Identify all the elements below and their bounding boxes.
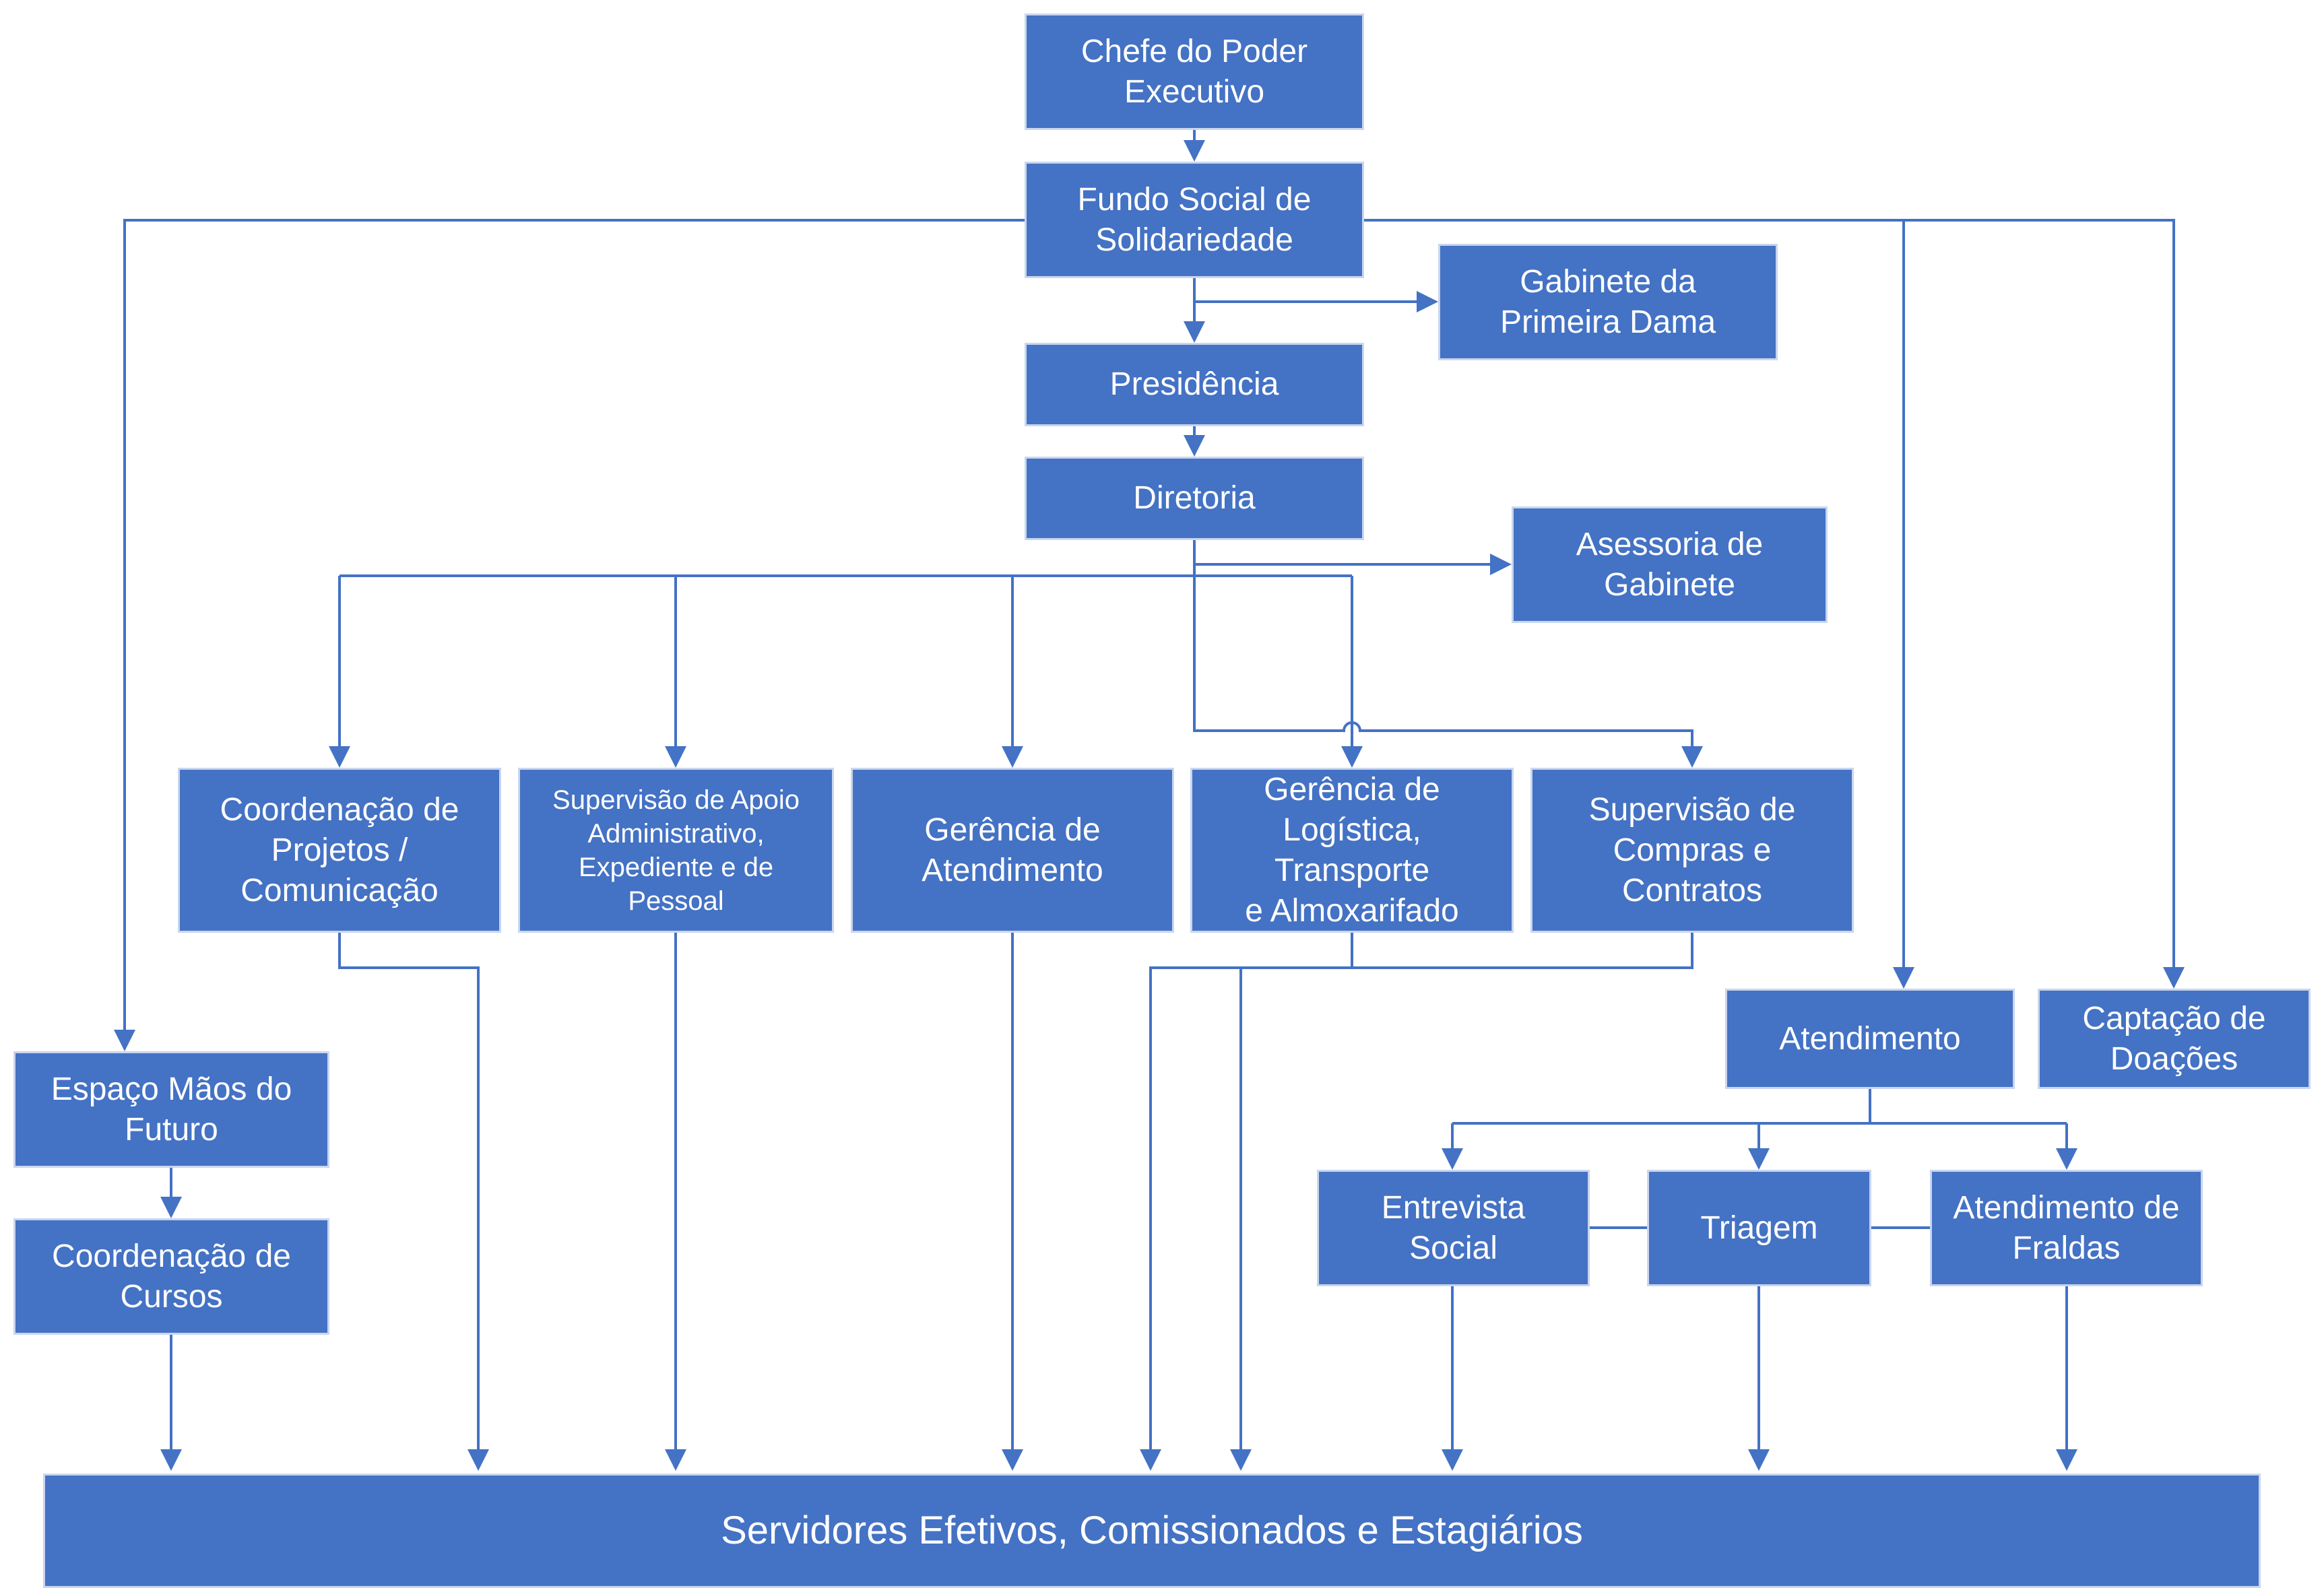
wire-atend-bar	[1452, 1089, 2067, 1125]
node-coord-cursos: Coordenação de Cursos	[13, 1218, 329, 1335]
wire-fundo-captacao	[1904, 219, 2185, 989]
node-espaco: Espaço Mãos do Futuro	[13, 1051, 329, 1168]
node-assessoria: Asessoria de Gabinete	[1512, 506, 1828, 623]
wire-dir-compras	[1193, 576, 1703, 768]
node-supervisao-compras: Supervisão de Compras e Contratos	[1530, 768, 1854, 933]
node-entrevista: Entrevista Social	[1317, 1170, 1590, 1286]
wire-fundo-espaco	[114, 219, 1025, 1051]
node-diretoria: Diretoria	[1025, 457, 1364, 540]
node-fundo: Fundo Social de Solidariedade	[1025, 162, 1364, 278]
node-presidencia: Presidência	[1025, 343, 1364, 426]
node-triagem: Triagem	[1647, 1170, 1871, 1286]
node-gabinete: Gabinete da Primeira Dama	[1438, 244, 1778, 360]
wire-coord-bus	[338, 933, 489, 1471]
node-atendimento: Atendimento	[1725, 989, 2015, 1089]
node-gerencia-logistica: Gerência de Logística, Transporte e Almo…	[1190, 768, 1514, 933]
node-chefe: Chefe do Poder Executivo	[1025, 13, 1364, 130]
node-servidores: Servidores Efetivos, Comissionados e Est…	[43, 1474, 2261, 1588]
node-gerencia-atendimento: Gerência de Atendimento	[851, 768, 1174, 933]
node-captacao: Captação de Doações	[2038, 989, 2311, 1089]
wire-diretoria-assessoria	[1193, 540, 1512, 575]
wire-compras-bus	[1230, 933, 1693, 1471]
node-supervisao-apoio: Supervisão de Apoio Administrativo, Expe…	[518, 768, 834, 933]
node-coord-projetos: Coordenação de Projetos / Comunicação	[178, 768, 501, 933]
node-fraldas: Atendimento de Fraldas	[1930, 1170, 2203, 1286]
